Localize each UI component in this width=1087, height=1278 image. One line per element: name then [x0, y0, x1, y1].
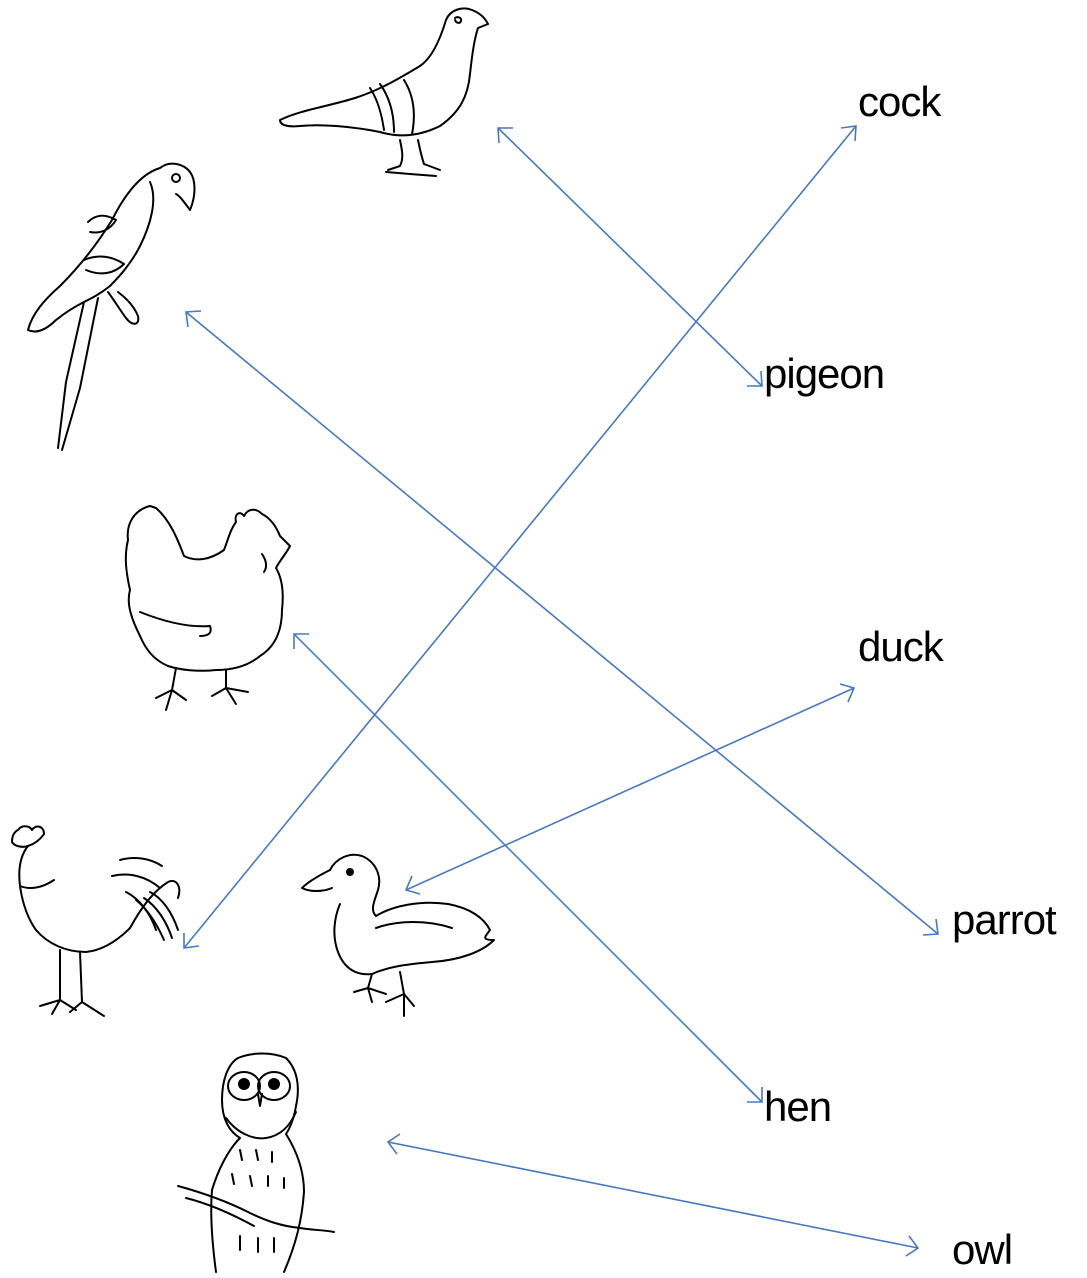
arrowhead [293, 633, 309, 649]
arrowhead [922, 918, 939, 936]
word-owl: owl [952, 1226, 1012, 1273]
arrowhead [747, 370, 763, 387]
connector-parrot [185, 311, 939, 935]
word-hen: hen [764, 1083, 831, 1130]
parrot-drawing [27, 162, 196, 451]
arrowhead [183, 933, 200, 949]
arrowhead [905, 1235, 920, 1257]
arrowhead [839, 683, 856, 703]
arrowhead [497, 127, 513, 144]
connector-duck [405, 687, 855, 891]
arrowhead [185, 310, 202, 328]
word-cock: cock [858, 78, 942, 125]
word-duck: duck [858, 623, 945, 670]
hen-drawing [124, 505, 291, 711]
pigeon-drawing [279, 7, 489, 177]
word-parrot: parrot [952, 896, 1057, 943]
connector-owl [387, 1141, 919, 1249]
arrowhead [404, 875, 421, 895]
connector-pigeon [497, 127, 763, 387]
arrowhead [840, 125, 857, 142]
arrowhead [386, 1133, 401, 1155]
connector-hen [293, 633, 763, 1103]
word-pigeon: pigeon [764, 350, 884, 397]
rooster-drawing [11, 825, 181, 1017]
arrowhead [747, 1087, 763, 1103]
connector-cock [183, 125, 857, 949]
duck-drawing [301, 853, 495, 1017]
connector-lines [183, 125, 939, 1257]
owl-drawing [177, 1052, 335, 1273]
